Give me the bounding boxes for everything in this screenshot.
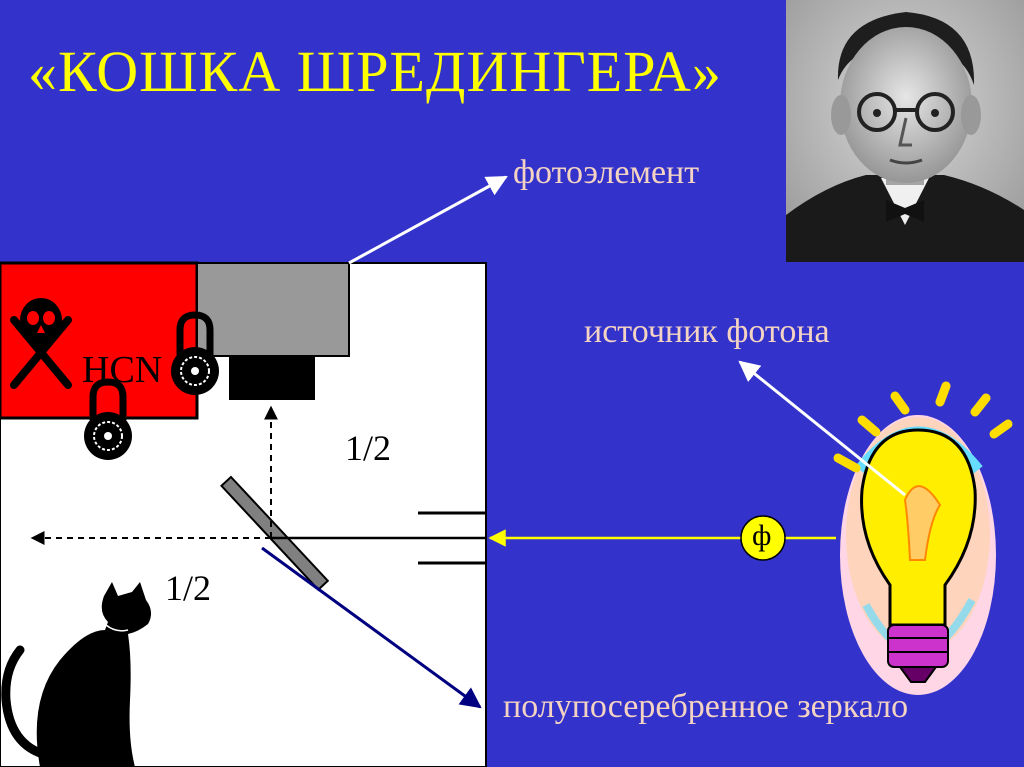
photoelement-label: фотоэлемент: [513, 154, 700, 191]
photon-source-label: источник фотона: [584, 313, 830, 350]
poison-label: HCN: [82, 349, 163, 391]
photon-symbol-circle: [740, 515, 786, 561]
photon-symbol: ф: [752, 519, 772, 552]
probability-upper: 1/2: [345, 428, 392, 468]
mirror-pointer: [261, 546, 482, 709]
photoelement-detector: [229, 356, 315, 400]
mirror-label: полупосеребренное зеркало: [503, 688, 909, 725]
padlock-icon: [84, 378, 132, 460]
cat-icon: [1, 582, 152, 767]
slide-title: «КОШКА ШРЕДИНГЕРА»: [28, 39, 722, 104]
photoelement-box: [196, 262, 350, 357]
photon-source-pointer: [738, 360, 906, 497]
photoelement-pointer: [348, 175, 508, 265]
light-bulb-icon: [833, 381, 1013, 695]
probability-lower: 1/2: [165, 568, 212, 608]
skull-and-crossbones-icon: [10, 298, 72, 389]
schrodinger-portrait: [786, 0, 1024, 262]
padlock-icon: [171, 311, 219, 395]
